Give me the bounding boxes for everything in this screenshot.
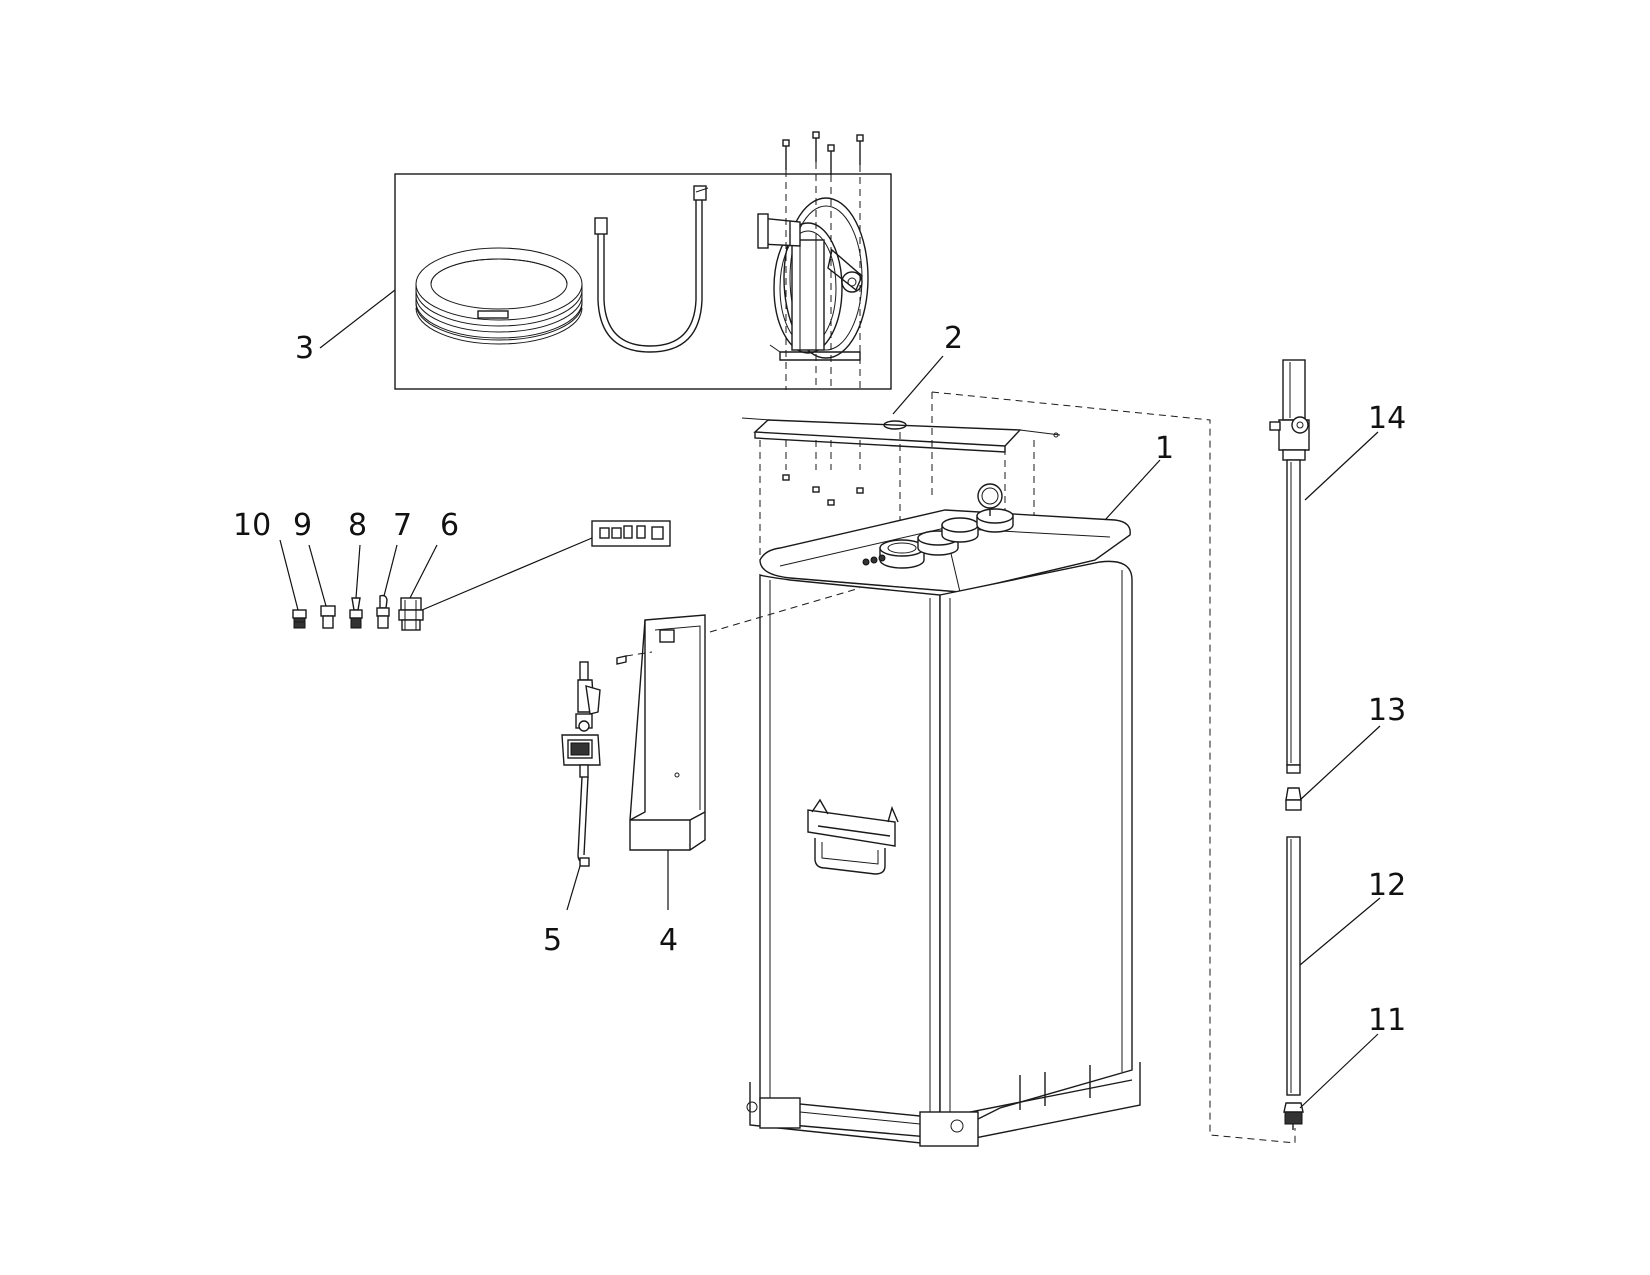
fitting-6 <box>398 597 424 631</box>
reel-bolts <box>782 131 864 390</box>
callout-9: 9 <box>293 508 312 543</box>
suction-tube-12 <box>1286 836 1301 1096</box>
callout-10: 10 <box>233 508 271 543</box>
nozzle-meter <box>561 661 601 867</box>
fittings-leader <box>421 537 593 611</box>
leader-lines <box>279 289 1381 1109</box>
fitting-7 <box>376 594 390 629</box>
callout-14: 14 <box>1368 401 1406 436</box>
callout-5: 5 <box>543 923 562 958</box>
callout-2: 2 <box>944 321 963 356</box>
callout-3: 3 <box>295 331 314 366</box>
hose-reel-kit <box>394 131 892 390</box>
callout-labels: 1 2 3 4 5 6 7 8 9 10 11 12 13 14 <box>233 321 1406 1038</box>
assembly-path-pump <box>931 391 1296 1144</box>
mounting-plate <box>741 417 1061 580</box>
foot-valve-11 <box>1283 1102 1304 1130</box>
callout-1: 1 <box>1155 431 1174 466</box>
coiled-hose <box>415 247 583 345</box>
whip-hose <box>594 185 709 353</box>
fittings-bag <box>591 520 671 547</box>
pump <box>1269 359 1310 774</box>
callout-13: 13 <box>1368 693 1406 728</box>
tank-top-fittings <box>862 483 1014 569</box>
callout-7: 7 <box>393 508 412 543</box>
callout-4: 4 <box>659 923 678 958</box>
fitting-10 <box>292 609 307 629</box>
callout-12: 12 <box>1368 868 1406 903</box>
tube-connector-13 <box>1285 787 1302 811</box>
fitting-8 <box>349 597 363 629</box>
hose-reel <box>757 197 869 361</box>
fittings-pack <box>421 520 671 611</box>
nozzle-holder <box>616 614 706 851</box>
callout-6: 6 <box>440 508 459 543</box>
kit-box <box>394 173 892 390</box>
assembly-path-holder <box>709 587 861 633</box>
fitting-9 <box>320 605 336 629</box>
callout-8: 8 <box>348 508 367 543</box>
tank <box>746 483 1141 1147</box>
tank-handle <box>807 798 899 875</box>
callout-11: 11 <box>1368 1003 1406 1038</box>
